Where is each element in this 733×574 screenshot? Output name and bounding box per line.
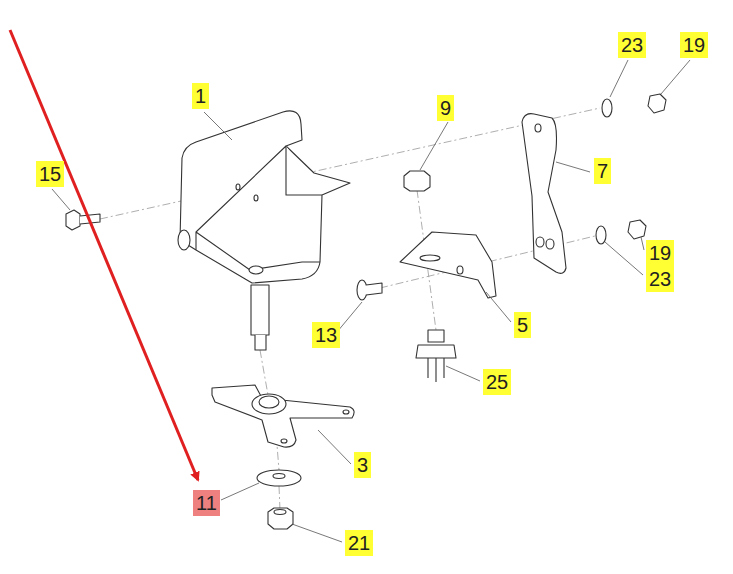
bracket-hole — [236, 184, 240, 190]
lever-hole — [343, 410, 349, 414]
washer — [602, 99, 612, 117]
washer-hole — [273, 474, 285, 479]
leader-line — [486, 292, 511, 322]
leader-line — [420, 122, 448, 170]
shaft — [251, 285, 269, 335]
callout-number: 19 — [680, 32, 708, 58]
bolt-head — [357, 280, 367, 300]
plate-hole — [536, 237, 544, 247]
leader-line — [605, 242, 643, 275]
washer — [257, 470, 301, 486]
callout-number: 21 — [345, 530, 373, 556]
part-outlines — [66, 94, 666, 529]
callout-number: 13 — [312, 322, 340, 348]
lever-hole — [281, 439, 287, 443]
nut-hole — [274, 510, 286, 515]
leader-line — [318, 430, 351, 464]
callout-number: 9 — [437, 95, 454, 121]
leader-line — [52, 189, 70, 210]
callout-number: 23 — [646, 266, 674, 292]
leader-lines — [52, 60, 690, 542]
leader-line — [337, 302, 362, 332]
nut — [404, 171, 430, 191]
callout-number: 1 — [192, 83, 209, 109]
nut — [648, 94, 666, 113]
callout-number: 3 — [354, 452, 371, 478]
plate-hole — [546, 239, 554, 249]
assembly-line — [279, 486, 280, 510]
switch-body — [416, 345, 456, 358]
lever-hub — [252, 394, 286, 414]
washer — [596, 226, 606, 244]
leader-line — [221, 483, 259, 500]
bolt-shank — [366, 283, 382, 295]
leader-line — [556, 162, 590, 172]
pointer-arrow — [10, 30, 198, 480]
callout-number: 15 — [36, 161, 64, 187]
plate-hole — [535, 124, 541, 132]
leader-line — [292, 524, 342, 542]
callout-number: 5 — [514, 312, 531, 338]
lever-part — [212, 385, 354, 447]
shaft-end — [255, 335, 266, 350]
assembly-line — [260, 350, 268, 395]
bracket-hole — [249, 266, 263, 274]
callout-number: 23 — [618, 32, 646, 58]
bracket-hole — [457, 266, 463, 274]
callout-number: 7 — [594, 158, 611, 184]
leader-line — [446, 366, 480, 381]
bracket-hole — [254, 195, 258, 201]
bracket-part — [180, 111, 350, 283]
assembly-lines — [100, 108, 600, 510]
callout-number: 11 — [193, 490, 220, 516]
bracket-edge — [196, 146, 322, 270]
lever-hub-hole — [259, 396, 279, 408]
switch-pins — [428, 358, 444, 382]
link-plate — [522, 114, 566, 274]
leader-line — [204, 112, 232, 140]
bracket-slot — [420, 255, 440, 261]
bolt-head — [66, 210, 80, 230]
callout-number: 19 — [646, 240, 674, 266]
bracket-hole — [178, 230, 190, 250]
switch-bracket — [400, 232, 496, 298]
leader-line — [610, 60, 628, 97]
leader-line — [641, 237, 644, 250]
leader-line — [661, 60, 690, 94]
switch-body — [428, 330, 444, 342]
nut — [628, 220, 646, 239]
callout-number: 25 — [483, 369, 511, 395]
nut — [268, 508, 293, 529]
